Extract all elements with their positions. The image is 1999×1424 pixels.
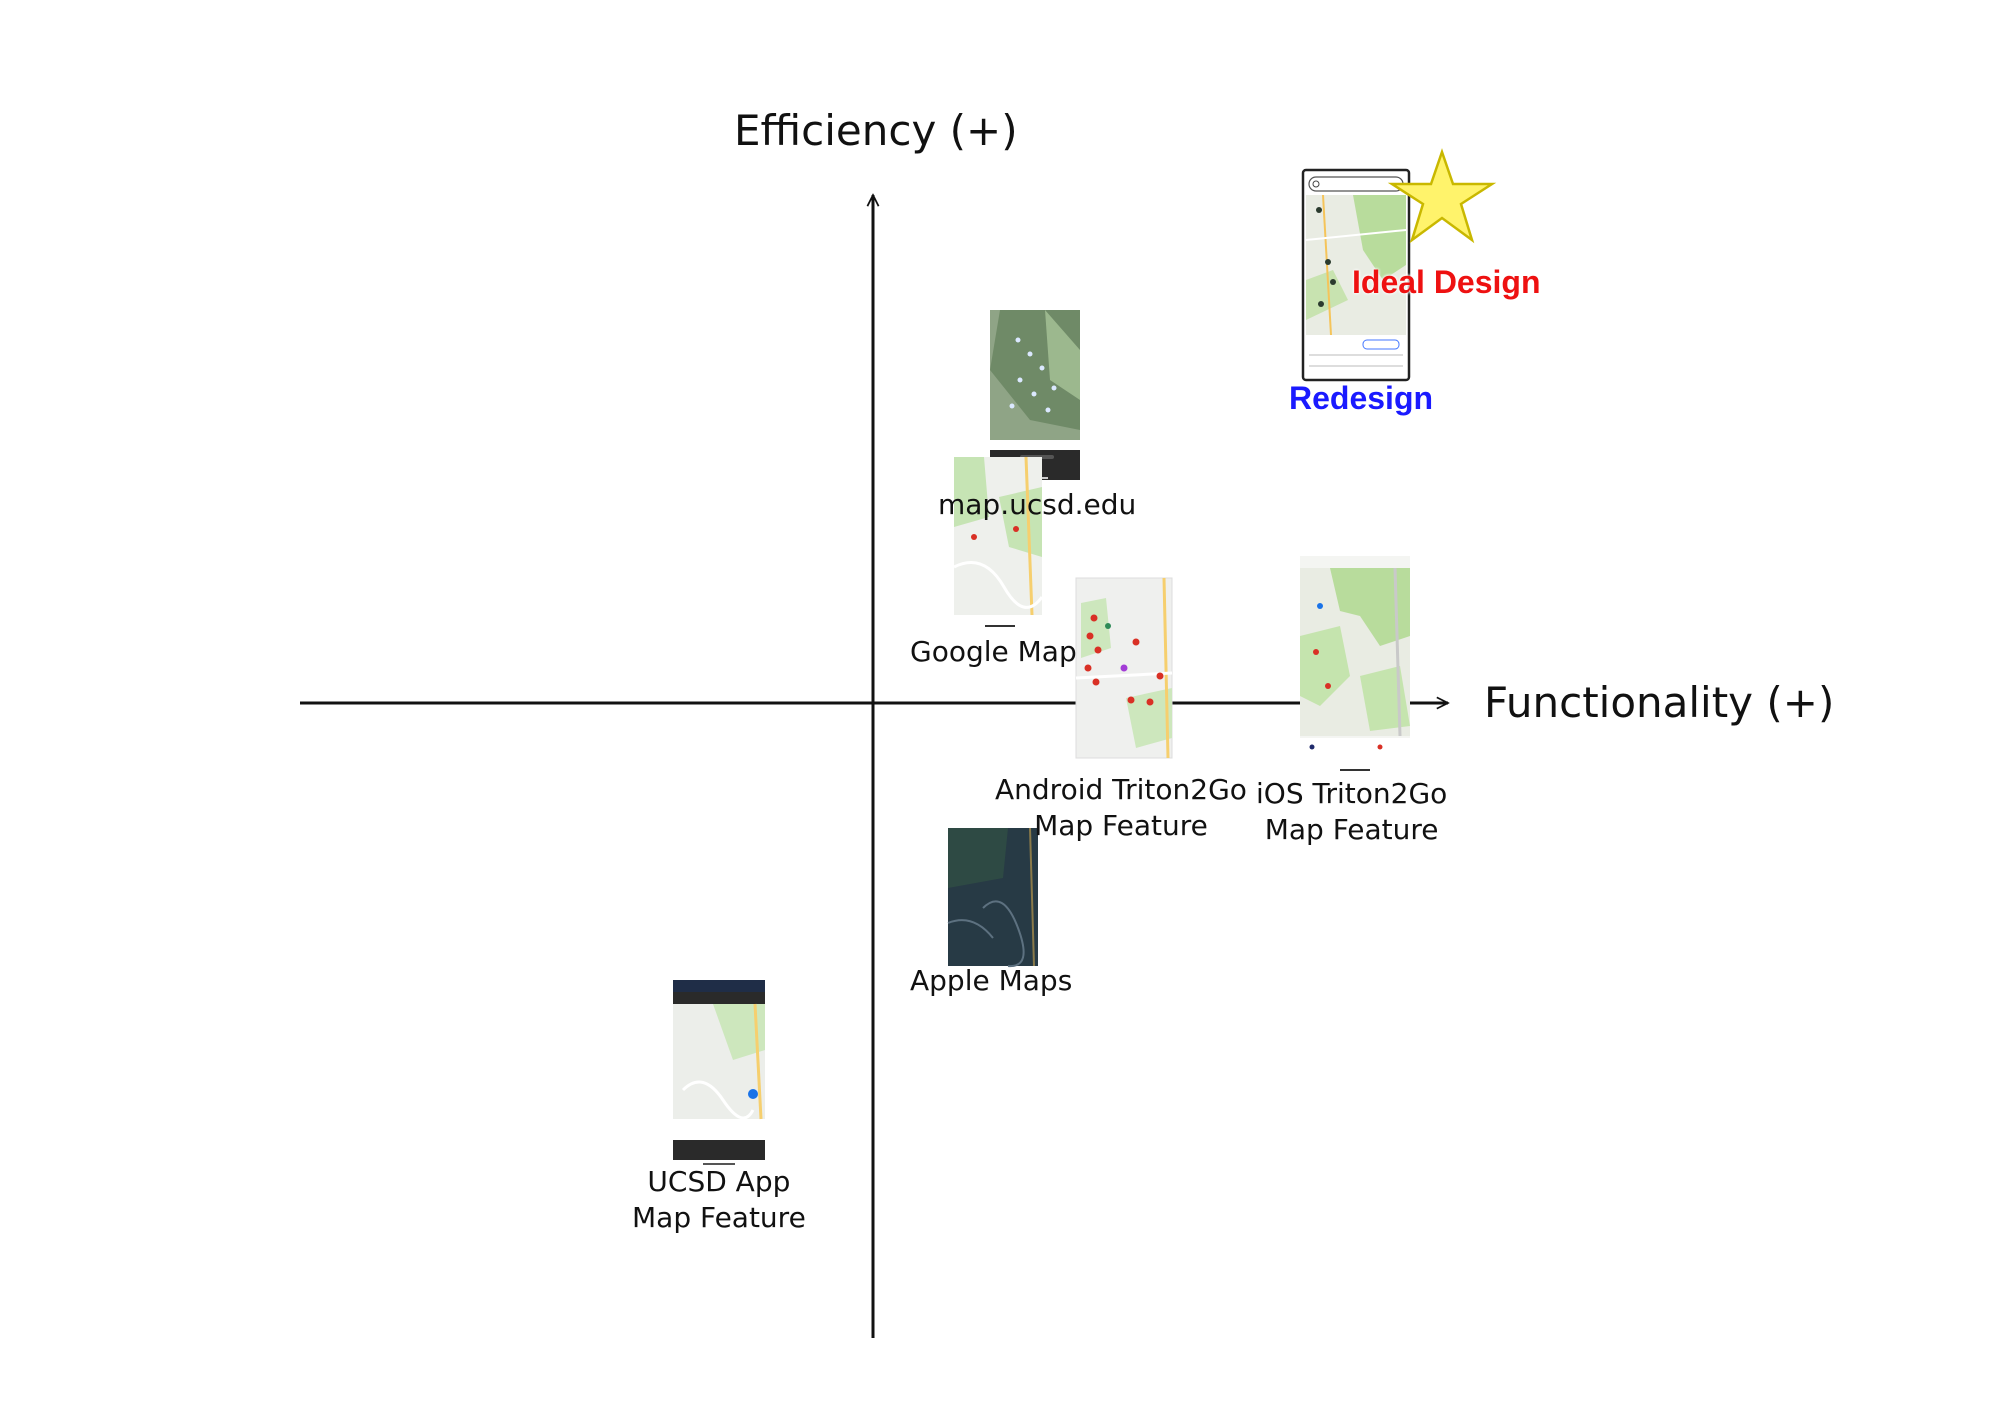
ucsd-app-thumbnail [673,980,765,1166]
map-pin-icon [1086,632,1094,640]
y-axis-title: Efficiency (+) [734,106,1018,155]
map-pin-icon [1092,678,1100,686]
android-triton2go-thumbnail [1075,577,1173,759]
map-pin-icon [1084,664,1092,672]
map-pin-icon [1013,526,1019,532]
map-pin-icon [1146,698,1154,706]
redesign-label: Redesign [1289,380,1434,416]
map-pin-icon [1325,259,1331,265]
map-pin-icon [971,534,977,540]
apple-maps-thumbnail [947,827,1038,968]
ios-triton2go-label: iOS Triton2Go Map Feature [1256,777,1448,847]
map-pin-icon [1156,672,1164,680]
google-map-label: Google Map [910,635,1077,668]
map-pin-icon [1127,696,1135,704]
x-axis-title: Functionality (+) [1484,678,1835,727]
map-pin-icon [1090,614,1098,622]
map-pin-icon [1094,646,1102,654]
star-icon [1387,148,1497,244]
map-pin-icon [1317,603,1323,609]
map-ucsd-thumbnail [990,310,1080,480]
map-ucsd-label: map.ucsd.edu [938,488,1137,521]
map-pin-icon [1325,683,1331,689]
ucsd-app-label: UCSD App Map Feature [632,1165,806,1235]
redesign-thumbnail [1301,168,1411,382]
apple-maps-label: Apple Maps [910,964,1073,997]
map-pin-icon [1132,638,1140,646]
map-pin-icon [1330,279,1336,285]
android-triton2go-label: Android Triton2Go Map Feature [995,773,1247,843]
search-icon [1312,180,1320,188]
ideal-design-label: Ideal Design [1352,264,1541,300]
map-pin-icon [1316,207,1322,213]
map-pin-icon [1318,301,1324,307]
ios-triton2go-thumbnail [1300,556,1410,771]
google-map-thumbnail [953,456,1044,616]
map-pin-icon [1313,649,1319,655]
